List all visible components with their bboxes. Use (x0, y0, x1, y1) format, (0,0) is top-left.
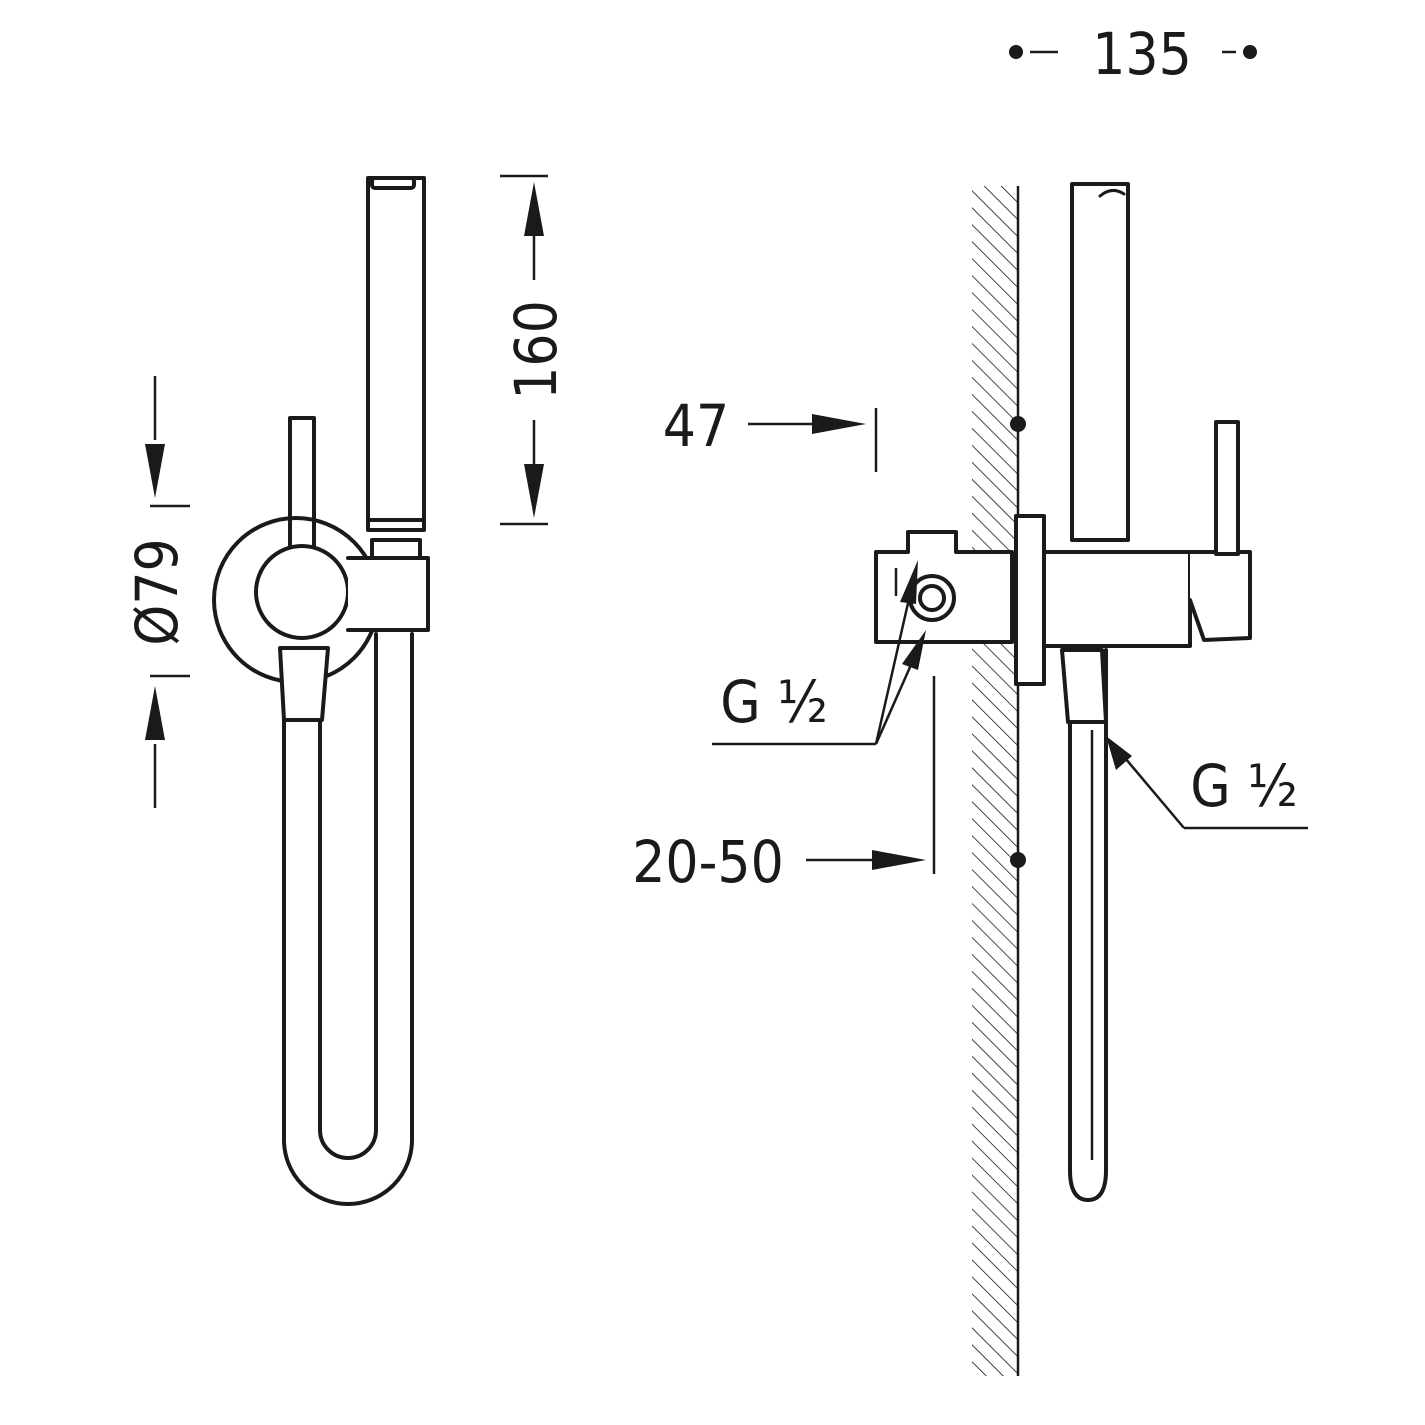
dimension-47-label: 47 (663, 392, 729, 460)
wall-plate-side (1014, 514, 1046, 686)
lever-front (288, 416, 316, 560)
concealed-valve-side (874, 530, 1014, 644)
mixer-body-side (1042, 420, 1252, 648)
hand-shower-side (1070, 182, 1130, 542)
thread-callout-outlet: G ½ (1106, 736, 1308, 830)
dimension-diameter-79: Ø79 (123, 376, 191, 808)
dimension-diameter-79-label: Ø79 (123, 538, 191, 645)
hose-connector-front (278, 646, 330, 722)
dimension-47: 47 (663, 392, 1026, 472)
dimension-135: 135 (1009, 20, 1257, 88)
dimension-20-50: 20-50 (632, 676, 1026, 896)
thread-callout-outlet-label: G ½ (1190, 752, 1298, 820)
dimension-160-label: 160 (502, 300, 570, 400)
thread-callout-inlet: G ½ (712, 560, 926, 746)
wall-section (972, 186, 1020, 1376)
dimension-135-label: 135 (1092, 20, 1192, 88)
side-view: 135 47 20-50 G ½ (632, 20, 1308, 1376)
hose-side (1060, 648, 1108, 1202)
holder-bracket-front (346, 538, 430, 632)
front-view: 160 Ø79 (123, 174, 570, 1206)
hand-shower-front (366, 176, 426, 532)
dimension-20-50-label: 20-50 (632, 828, 784, 896)
hose-front (282, 632, 414, 1206)
mixer-body-front (254, 544, 350, 640)
dimension-160: 160 (500, 174, 570, 526)
thread-callout-inlet-label: G ½ (720, 668, 828, 736)
